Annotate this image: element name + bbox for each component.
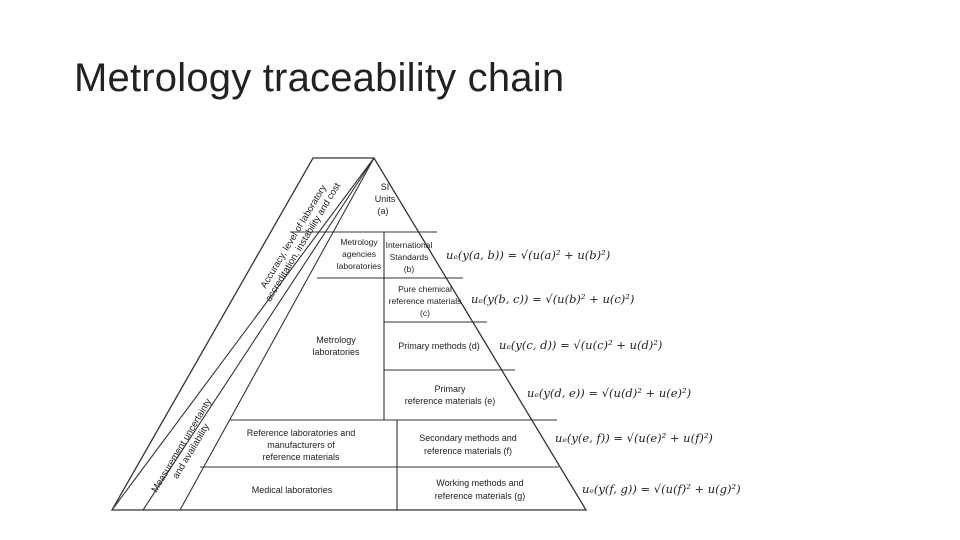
equation-bc: uₑ(y(b, c)) = √(u(b)² + u(c)²) [471, 292, 634, 306]
level-text: laboratories [312, 347, 360, 357]
apex-line2: Units [375, 194, 396, 204]
level-text: Secondary methods and [419, 433, 517, 443]
apex-si-units: SI Units (a) [375, 182, 396, 216]
level-international-standards: International Standards (b) [386, 240, 433, 274]
level-medical-laboratories: Medical laboratories [252, 485, 333, 495]
equation-cd: uₑ(y(c, d)) = √(u(c)² + u(d)²) [499, 338, 662, 352]
equation-de: uₑ(y(d, e)) = √(u(d)² + u(e)²) [527, 386, 691, 400]
equation-fg: uₑ(y(f, g)) = √(u(f)² + u(g)²) [582, 482, 741, 496]
level-text: Working methods and [436, 478, 523, 488]
level-text: (c) [420, 308, 430, 318]
level-text: Reference laboratories and [247, 428, 356, 438]
slide-title: Metrology traceability chain [74, 56, 565, 100]
level-primary-rm: Primary reference materials (e) [405, 384, 496, 406]
level-text: reference materials (e) [405, 396, 496, 406]
side-band-line [142, 157, 375, 511]
level-metrology-agencies: Metrology agencies laboratories [337, 237, 381, 271]
level-text: reference materials [389, 296, 462, 306]
level-text: laboratories [337, 261, 381, 271]
level-text: Pure chemical [398, 284, 452, 294]
side-label-top-line1: Accuracy, level of laboratory [259, 183, 330, 291]
apex-tag: (a) [378, 206, 389, 216]
side-label-top: Accuracy, level of laboratory accreditat… [259, 181, 344, 304]
level-pure-chemical-rm: Pure chemical reference materials (c) [389, 284, 462, 318]
level-text: Metrology [316, 335, 356, 345]
level-working-methods: Working methods and reference materials … [435, 478, 526, 501]
level-text: Medical laboratories [252, 485, 333, 495]
level-text: reference materials [262, 452, 340, 462]
level-text: Primary [435, 384, 466, 394]
level-metrology-laboratories: Metrology laboratories [312, 335, 360, 357]
level-reference-laboratories: Reference laboratories and manufacturers… [247, 428, 356, 462]
level-text: reference materials (g) [435, 491, 526, 501]
level-text: Metrology [340, 237, 378, 247]
level-text: manufacturers of [267, 440, 335, 450]
equation-ef: uₑ(y(e, f)) = √(u(e)² + u(f)²) [555, 431, 713, 445]
level-primary-methods: Primary methods (d) [398, 341, 480, 351]
side-band-line [111, 157, 375, 511]
level-text: International [386, 240, 433, 250]
level-text: (b) [404, 264, 415, 274]
equation-ab: uₑ(y(a, b)) = √(u(a)² + u(b)²) [446, 248, 610, 262]
level-text: reference materials (f) [424, 446, 512, 456]
side-band-line [179, 157, 375, 511]
level-text: Standards [390, 252, 429, 262]
level-text: Primary methods (d) [398, 341, 480, 351]
level-secondary-methods: Secondary methods and reference material… [419, 433, 517, 456]
side-label-bottom: Measurement uncertainty and availability [150, 397, 215, 495]
level-text: agencies [342, 249, 376, 259]
apex-line1: SI [381, 182, 390, 192]
